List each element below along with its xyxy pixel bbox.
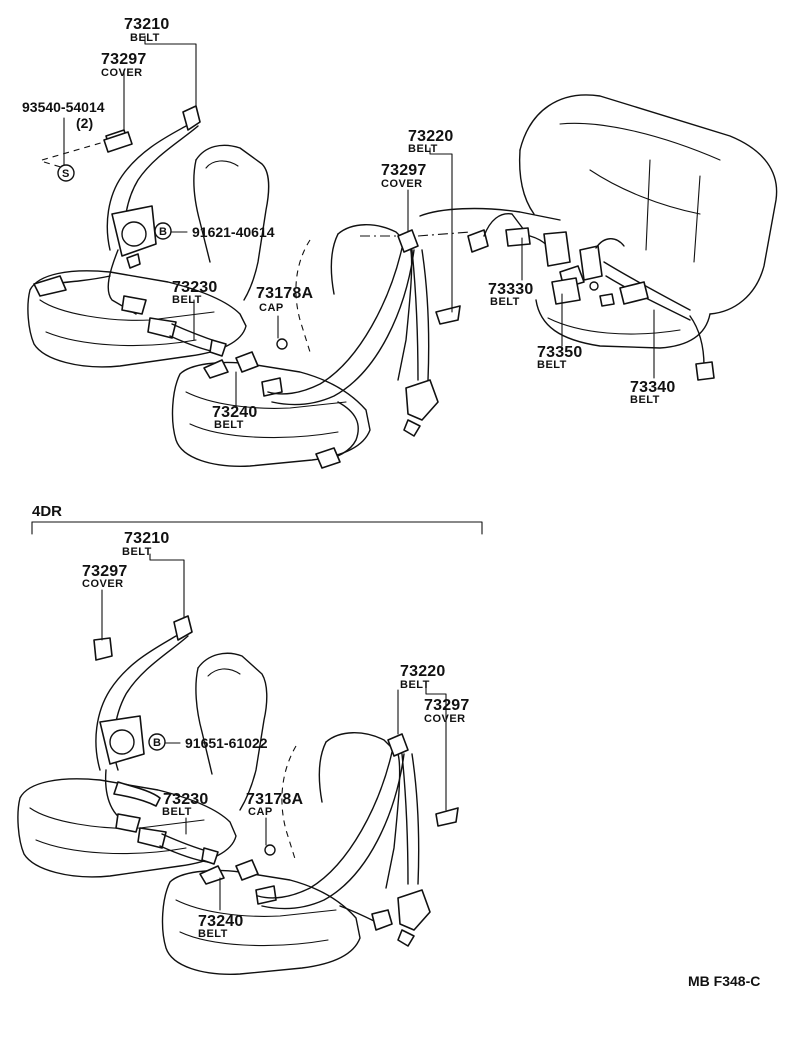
top-hardware [41, 131, 172, 240]
label-bottom-73297-name: COVER [82, 578, 124, 590]
label-top-73330-name: BELT [490, 296, 520, 308]
buckle-drawing [147, 317, 227, 357]
label-top-screw-qty: (2) [76, 115, 93, 131]
bottom-front-seat-drawing [17, 652, 268, 878]
label-top-73178a: 73178A [256, 285, 313, 302]
label-top-73178a-name: CAP [259, 302, 284, 314]
label-top-73240: 73240 [212, 404, 258, 421]
label-bottom-73178a: 73178A [246, 791, 303, 808]
label-top-73230-name: BELT [172, 294, 202, 306]
bottom-leaders [101, 553, 447, 911]
label-top-73297-rear: 73297 [381, 162, 427, 179]
label-bottom-73210: 73210 [124, 530, 170, 547]
symbol-b-bottom: B [153, 737, 161, 749]
bottom-buckle-drawing [137, 827, 219, 865]
label-top-73297-name: COVER [101, 67, 143, 79]
bottom-front-belt-drawing [93, 615, 193, 833]
label-top-73220-name: BELT [408, 143, 438, 155]
label-top-73230: 73230 [172, 279, 218, 296]
label-bottom-73230-name: BELT [162, 806, 192, 818]
label-bottom-73297-rear-name: COVER [424, 713, 466, 725]
top-leaders [63, 35, 655, 407]
label-bottom-73297: 73297 [82, 563, 128, 580]
label-bottom-73240-name: BELT [198, 928, 228, 940]
label-bottom-bolt: 91651-61022 [185, 735, 268, 751]
label-top-screw: 93540-54014 [22, 99, 105, 115]
label-top-73220: 73220 [408, 128, 454, 145]
bolt-symbol-b [154, 222, 172, 240]
label-bottom-73210-name: BELT [122, 546, 152, 558]
bottom-rear-belt-drawing [257, 733, 459, 947]
label-bottom-73230: 73230 [163, 791, 209, 808]
label-top-73350: 73350 [537, 344, 583, 361]
bottom-bolt-symbol-b [148, 733, 166, 751]
label-bottom-73220: 73220 [400, 663, 446, 680]
label-top-73340-name: BELT [630, 394, 660, 406]
section-4dr-label: 4DR [32, 503, 62, 520]
label-top-73340: 73340 [630, 379, 676, 396]
label-bottom-73178a-name: CAP [248, 806, 273, 818]
label-top-73297: 73297 [101, 51, 147, 68]
front-seat-drawing [27, 144, 270, 368]
top-assembly: 73210 BELT 73297 COVER 93540-54014 (2) S… [22, 16, 778, 469]
label-bottom-73297-rear: 73297 [424, 697, 470, 714]
rear-seat-drawing [419, 94, 778, 349]
label-top-bolt: 91621-40614 [192, 224, 275, 240]
drawing-code: MB F348-C [688, 973, 760, 989]
symbol-b: B [159, 226, 167, 238]
label-top-73210-name: BELT [130, 32, 160, 44]
label-top-73350-name: BELT [537, 359, 567, 371]
middle-seat-drawing [171, 224, 413, 467]
bottom-middle-seat-drawing [161, 732, 401, 975]
label-top-73210: 73210 [124, 16, 170, 33]
4dr-section-header: 4DR [31, 503, 483, 535]
symbol-s: S [62, 168, 70, 180]
label-bottom-73240: 73240 [198, 913, 244, 930]
rear-belt-drawing [267, 229, 471, 469]
screw-symbol-s [57, 164, 75, 182]
label-top-73240-name: BELT [214, 419, 244, 431]
label-bottom-73220-name: BELT [400, 679, 430, 691]
rear-center-belts-drawing [467, 213, 715, 381]
label-top-73330: 73330 [488, 281, 534, 298]
bottom-assembly: 73210 BELT 73297 COVER B 91651-61022 732… [17, 530, 470, 975]
label-top-73297-rear-name: COVER [381, 178, 423, 190]
